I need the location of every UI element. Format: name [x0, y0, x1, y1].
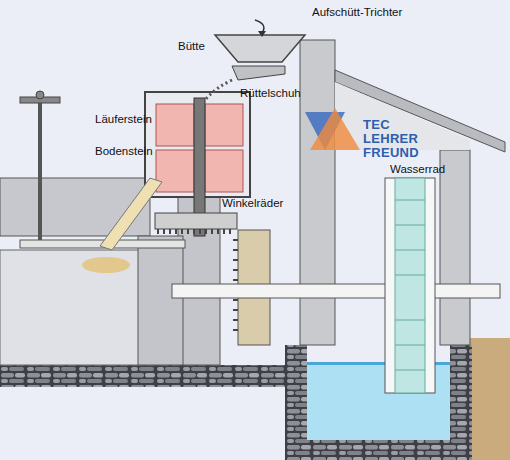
shaker-shoe — [232, 66, 285, 80]
bed-stone — [156, 150, 194, 192]
flour-chute — [100, 178, 162, 250]
part-label: Wasserrad — [390, 163, 445, 176]
pit-floor — [285, 440, 472, 460]
stone-foundation — [0, 365, 300, 387]
part-label: Winkelräder — [222, 197, 283, 210]
crown-gear — [155, 213, 237, 229]
watermark: LEHRER — [363, 132, 418, 145]
flour-pile — [82, 257, 130, 273]
part-label: Rüttelschuh — [240, 87, 301, 100]
knob — [36, 91, 44, 99]
bed-stone — [205, 150, 243, 192]
runner-stone — [156, 104, 194, 146]
main-shaft — [172, 284, 500, 298]
watermark: TEC — [363, 118, 390, 131]
grain-stream — [205, 80, 232, 100]
roof — [335, 70, 505, 152]
gable — [335, 82, 470, 150]
building-wall — [300, 40, 335, 345]
soil — [470, 338, 510, 460]
watermark: FREUND — [363, 146, 419, 159]
logo-triangle — [310, 108, 360, 150]
gear-teeth — [158, 229, 230, 234]
fill-arrowhead — [258, 31, 266, 37]
water-wheel — [385, 178, 435, 393]
runner-stone — [205, 104, 243, 146]
lower-room — [0, 250, 160, 365]
part-label: Bodenstein — [95, 145, 153, 158]
pillar-left — [138, 236, 183, 365]
building-wall-right — [440, 150, 470, 345]
part-label: Bütte — [178, 40, 205, 53]
hopper — [215, 35, 305, 62]
part-label: Aufschütt-Trichter — [312, 6, 402, 19]
part-label: Läuferstein — [95, 113, 152, 126]
lift-rod — [38, 92, 42, 248]
paddle-lines — [395, 200, 425, 370]
wheel-paddles — [395, 178, 425, 393]
